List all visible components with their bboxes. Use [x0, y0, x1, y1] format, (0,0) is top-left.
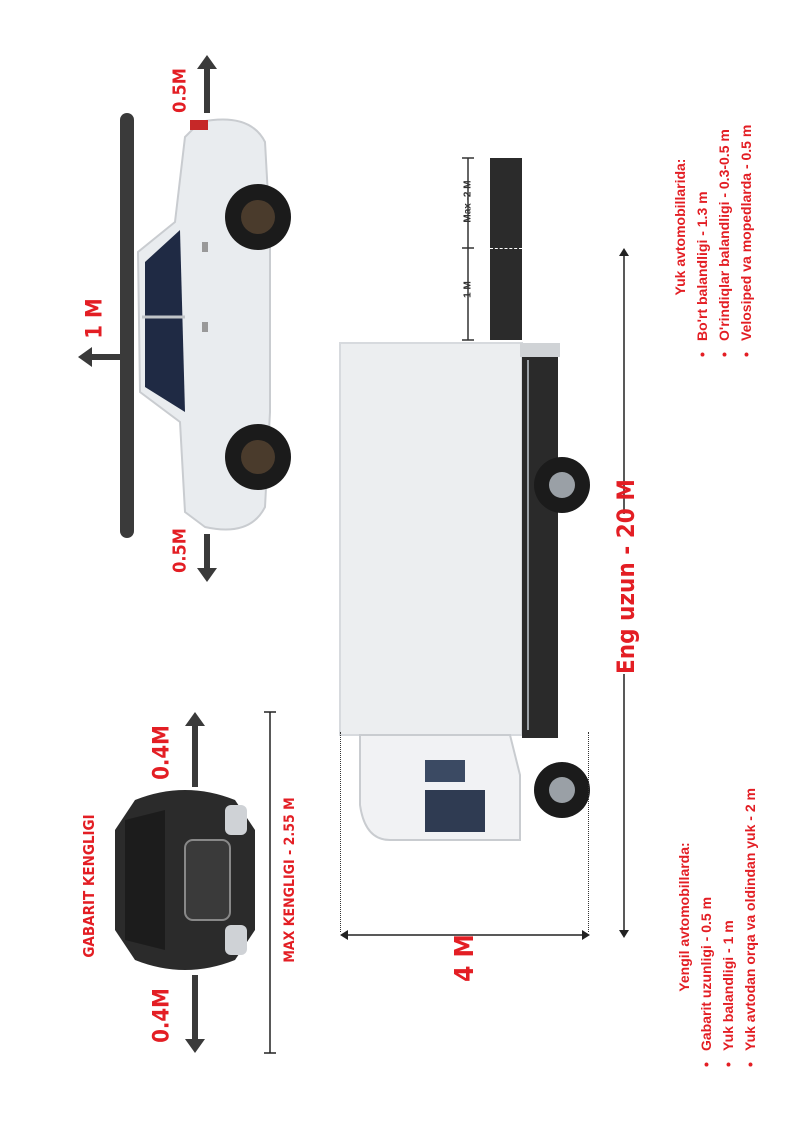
trucks-info-block: Yuk avtomobillarida: Bo'rt balandligi - … — [669, 97, 757, 357]
side-height-label: 1 M — [82, 298, 108, 339]
cars-info-block: Yengil avtomobillarda: Gabarit uzunligi … — [673, 767, 761, 1067]
overhang-divider — [490, 248, 522, 249]
rear-arrow-icon — [197, 55, 217, 113]
right-width-label: 0.4M — [149, 988, 175, 1043]
height-dotted-bottom — [588, 732, 590, 932]
load-bar — [120, 113, 134, 538]
side-car-image — [136, 118, 291, 531]
right-width-arrow-icon — [185, 975, 205, 1053]
list-item: O'rindiqlar balandligi - 0.3-0.5 m — [713, 97, 735, 357]
list-item: Velosiped va mopedlarda - 0.5 m — [735, 97, 757, 357]
max-overhang-label: Max -2 M — [462, 180, 474, 223]
left-width-arrow-icon — [185, 712, 205, 787]
left-arrow-icon — [78, 347, 126, 367]
height-label: 4 M — [450, 934, 480, 982]
max-width-label: MAX KENGLIGI - 2.55 M — [282, 797, 298, 963]
height-dotted-top — [340, 732, 342, 932]
cargo-overhang-bar — [490, 158, 522, 340]
overhang-label: 1 M — [462, 281, 474, 298]
list-item: Yuk avtodan orqa va oldindan yuk - 2 m — [739, 767, 761, 1067]
left-width-label: 0.4M — [149, 725, 175, 780]
max-width-arrow-icon — [264, 711, 276, 1054]
front-arrow-icon — [197, 534, 217, 582]
trucks-info-title: Yuk avtomobillarida: — [672, 158, 688, 296]
length-label: Eng uzun - 20 M — [610, 479, 642, 674]
front-car-image — [115, 790, 255, 970]
cars-info-list: Gabarit uzunligi - 0.5 m Yuk balandligi … — [695, 767, 761, 1067]
truck-image — [339, 342, 590, 841]
front-overhang-label: 0.5M — [169, 528, 191, 573]
list-item: Bo'rt balandligi - 1.3 m — [691, 97, 713, 357]
rear-overhang-label: 0.5M — [169, 68, 191, 113]
list-item: Yuk balandligi - 1 m — [717, 767, 739, 1067]
gabarit-width-label: GABARIT KENGLIGI — [80, 814, 98, 958]
overhang-measure-icon — [462, 157, 474, 341]
trucks-info-list: Bo'rt balandligi - 1.3 m O'rindiqlar bal… — [691, 97, 757, 357]
cars-info-title: Yengil avtomobillarda: — [676, 842, 692, 992]
list-item: Gabarit uzunligi - 0.5 m — [695, 767, 717, 1067]
height-measure-arrow-icon — [340, 930, 590, 940]
